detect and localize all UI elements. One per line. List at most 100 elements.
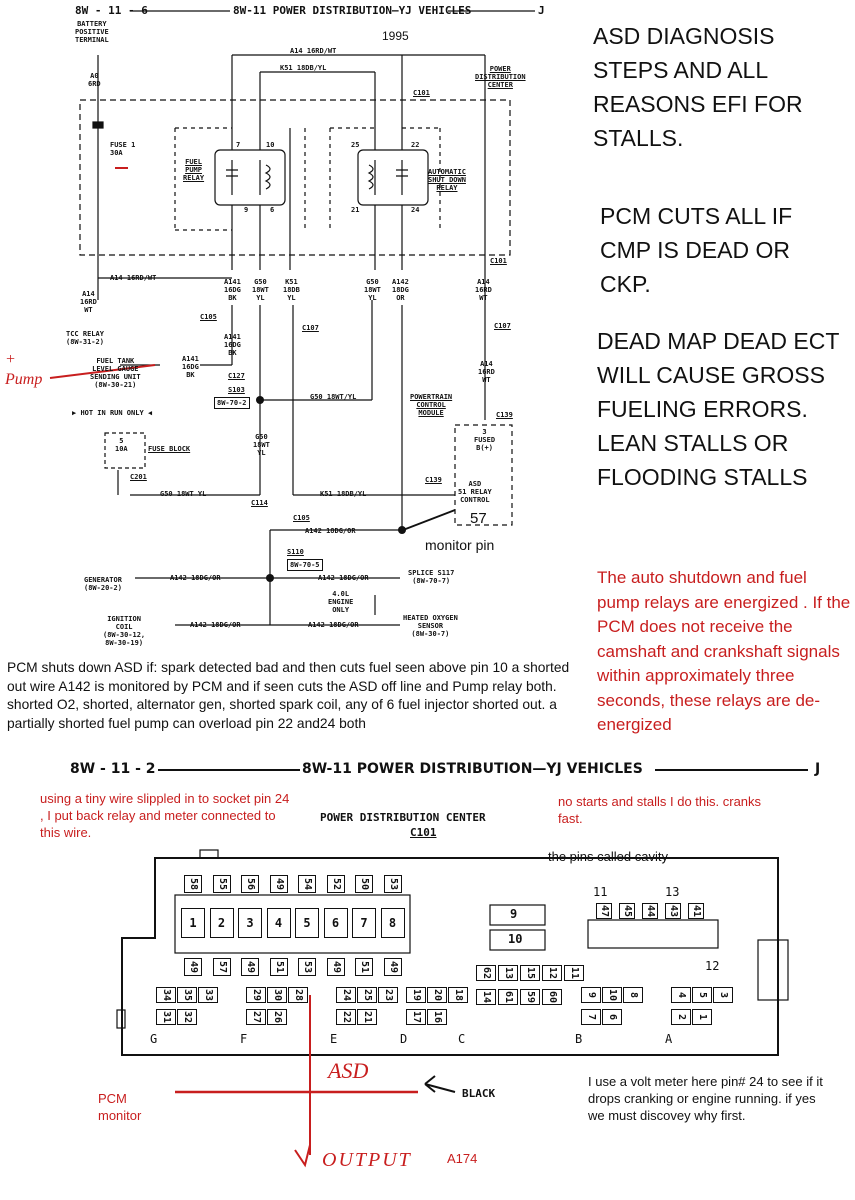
relay-2: 2 (209, 908, 234, 938)
asd-pin-25: 25 (351, 141, 360, 149)
cavity-pin: 15 (520, 965, 540, 981)
header-left: 8W - 11 - 6 (75, 4, 148, 17)
relay-bottom-pin: 51 (269, 958, 288, 976)
relay-10: 10 (508, 932, 523, 946)
a142-gen: A142 18DG/OR (170, 574, 221, 582)
a14-left-vertical: A14 16RD WT (80, 290, 97, 315)
fp-pin-10: 10 (266, 141, 275, 149)
s110-ref: 8W-70-5 (287, 559, 323, 572)
cavity-group-label: F (240, 1032, 248, 1046)
c114-label: C114 (251, 499, 268, 507)
cavity-pin: 4 (671, 987, 691, 1003)
pcm-label: POWERTRAIN CONTROL MODULE (410, 393, 453, 418)
cavity-pin: 31 (156, 1009, 176, 1025)
a14-lower: A14 16RD WT (478, 360, 495, 385)
wire-k51-top: K51 18DB/YL (280, 64, 327, 72)
generator-label: GENERATOR (8W-20-2) (84, 576, 122, 593)
right-top-pin: 43 (665, 903, 681, 919)
header-right: J (538, 4, 545, 17)
cavity-pin: 1 (692, 1009, 712, 1025)
fused-b: 3 FUSED B(+) (474, 428, 496, 453)
hot-in-run-text: HOT IN RUN ONLY (80, 409, 144, 417)
note-block-2: PCM CUTS ALL IF CMP IS DEAD OR CKP. (600, 203, 793, 297)
right-top-pin: 44 (642, 903, 658, 919)
cavity-pin: 9 (581, 987, 601, 1003)
note-block-1: ASD DIAGNOSIS STEPS AND ALL REASONS EFI … (593, 23, 803, 151)
relay-top-pin: 55 (212, 875, 231, 893)
a174-label: A174 (447, 1151, 478, 1166)
left-red-note: using a tiny wire slippled in to socket … (40, 791, 290, 840)
bottom-header-left: 8W - 11 - 2 (70, 761, 156, 777)
cavity-pin: 20 (427, 987, 447, 1003)
relay-1: 1 (181, 908, 205, 938)
relay-bottom-pin: 49 (241, 958, 259, 976)
asd-pin-24: 24 (411, 206, 420, 214)
fp-pin-6: 6 (270, 206, 275, 214)
meter-note: I use a volt meter here pin# 24 to see i… (588, 1074, 823, 1123)
cavity-pin: 62 (476, 965, 496, 981)
col-a142: A142 18DG OR (392, 278, 409, 303)
cavity-pin: 25 (357, 987, 377, 1003)
wire-a14-top: A14 16RD/WT (290, 47, 337, 55)
cavity-pin: 12 (542, 965, 562, 981)
wire-a0: A0 6RD (88, 72, 101, 89)
engine-only: 4.0L ENGINE ONLY (328, 590, 354, 615)
s103-ref: 8W-70-2 (214, 397, 250, 410)
a141-left: A141 16DG BK (182, 355, 199, 380)
cavity-pin: 2 (671, 1009, 691, 1025)
black-label: BLACK (462, 1087, 496, 1100)
pcm-shutdown-note: PCM shuts down ASD if: spark detected ba… (7, 660, 570, 731)
hot-in-run: ▶ HOT IN RUN ONLY ◀ (72, 409, 153, 417)
a142-splice: A142 18DG/OR (318, 574, 369, 582)
col-a14: A14 16RD WT (475, 278, 492, 303)
cavity-group-label: D (400, 1032, 408, 1046)
pdc-title: POWER DISTRIBUTION CENTER (320, 811, 486, 824)
c107-label: C107 (302, 324, 319, 332)
relay-7: 7 (352, 908, 376, 938)
cavity-pin: 6 (602, 1009, 622, 1025)
c101-label: C101 (413, 89, 430, 97)
right-top-pin: 47 (596, 903, 612, 919)
cavity-group-label: A (665, 1032, 673, 1046)
k51-bottom: K51 18DB/YL (320, 490, 367, 498)
relay-3: 3 (238, 908, 262, 938)
relay-bottom-pin: 53 (298, 958, 316, 976)
g50-horiz: G50 18WT/YL (310, 393, 357, 401)
relay-bottom-pin: 51 (355, 958, 373, 976)
a141-mid: A141 16DG BK (224, 333, 241, 358)
cavity-pin: 32 (177, 1009, 197, 1025)
a142-horiz: A142 18DG/OR (305, 527, 356, 535)
fuel-pump-relay-label: FUEL PUMP RELAY (183, 158, 205, 183)
col-a141: A141 16DG BK (224, 278, 241, 303)
cavity-group-label: G (150, 1032, 158, 1046)
cavity-pin: 24 (336, 987, 356, 1003)
pins-called-cavity: the pins called cavity (548, 849, 668, 864)
fp-pin-7: 7 (236, 141, 241, 149)
ignition-coil: IGNITION COIL (8W-30-12, 8W-30-19) (103, 615, 146, 648)
relay-4: 4 (266, 908, 291, 938)
cavity-pin: 30 (267, 987, 287, 1003)
header-title: 8W-11 POWER DISTRIBUTION—YJ VEHICLES (233, 4, 472, 17)
right-top-pin: 41 (688, 903, 704, 919)
cavity-pin: 35 (177, 987, 197, 1003)
year-label: 1995 (382, 29, 409, 43)
fuse-5: 5 10A (115, 437, 128, 454)
fuse-block-label: FUSE BLOCK (148, 445, 191, 453)
cavity-pin: 26 (267, 1009, 287, 1025)
relay-8: 8 (380, 908, 405, 938)
cavity-pin: 29 (246, 987, 266, 1003)
c105b-label: C105 (293, 514, 310, 522)
g50-bottom: G50 18WT YL (160, 490, 207, 498)
a142-ho2s: A142 18DG/OR (308, 621, 359, 629)
battery-label: BATTERY POSITIVE TERMINAL (75, 20, 109, 45)
c139b-label: C139 (425, 476, 442, 484)
pin-57: 57 (470, 510, 487, 527)
s110-label: S110 (287, 548, 304, 556)
cavity-pin: 33 (198, 987, 218, 1003)
c139-label: C139 (496, 411, 513, 419)
cavity-pin: 13 (498, 965, 518, 981)
relay-bottom-pin: 49 (383, 958, 402, 976)
cavity-pin: 22 (336, 1009, 356, 1025)
cavity-group-label: E (330, 1032, 338, 1046)
